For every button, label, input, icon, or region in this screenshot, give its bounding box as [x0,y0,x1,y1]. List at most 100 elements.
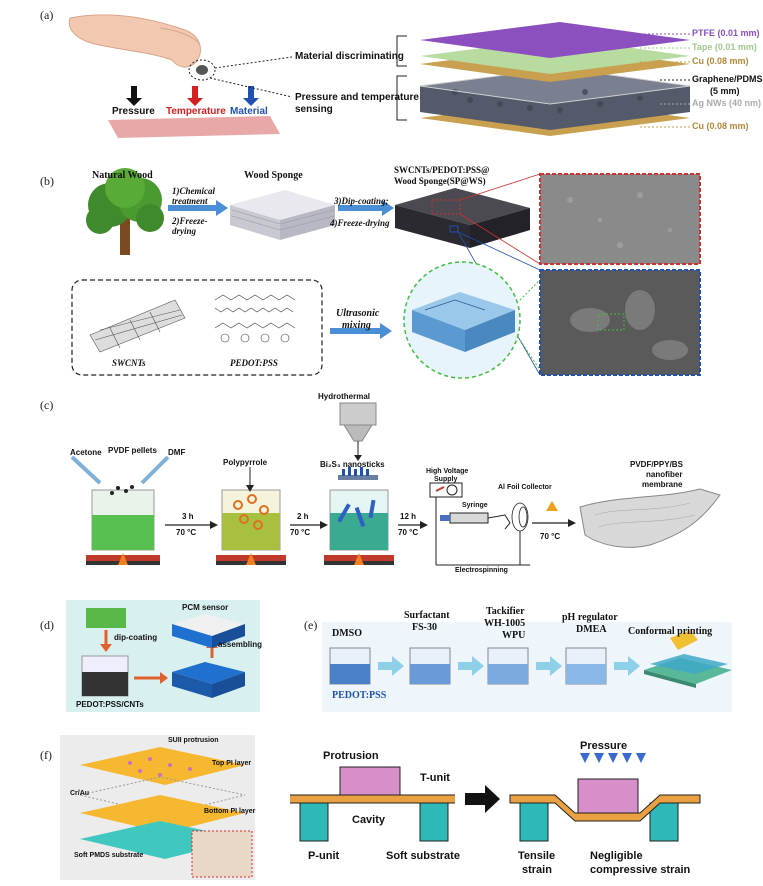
printed-board [644,654,732,688]
ph-regulator-label: pH regulator [562,612,618,623]
sem-image-top [539,173,701,265]
blue-sponge-illustration [412,292,515,352]
membrane-label-2: nanofiber [646,470,683,479]
bi2s3-label: Bi₂S₃ nanosticks [320,460,385,469]
layer-agnws: Ag NWs (40 nm) [692,98,762,108]
dip-coating-label: dip-coating [114,633,158,642]
swcnts-label: SWCNTs [112,358,146,368]
polypyrrole-label: Polypyrrole [223,458,268,467]
panel-b-letter: (b) [40,174,54,188]
sp-ws-sponge-illustration [395,188,530,248]
layer-graphene-thickness: (5 mm) [710,86,740,96]
sensing-label: sensing [295,104,333,115]
process-arrow-2 [338,200,394,216]
material-ball [196,65,208,75]
dropper-dmf [140,455,170,485]
time2-label: 2 h [297,512,309,521]
pressure-f-label: Pressure [580,740,628,752]
pressure-arrows [580,753,646,763]
panel-a-graphic [68,14,691,138]
time1-label: 3 h [182,512,194,521]
tensile-label: Tensile [518,850,556,862]
mixing-label: mixing [342,320,371,331]
nanofiber-membrane [579,488,721,548]
transition-arrow [465,785,500,813]
sub-layer-4: Bottom PI layer [204,808,256,815]
pcm-sensor-label: PCM sensor [182,603,229,612]
material-label: Material [230,106,268,117]
sub-layer-5: Soft PMDS substrate [74,852,144,859]
layer-cu-top: Cu (0.08 mm) [692,56,749,66]
natural-wood-label: Natural Wood [92,170,153,181]
al-foil-label: Al Foil Collector [498,484,552,491]
step3-label: 3)Dip-coating; [334,196,389,206]
tree-illustration [86,168,164,255]
temp2-label: 70 °C [290,528,311,537]
dmso-label: DMSO [332,628,362,639]
panel-c-letter: (c) [40,398,54,412]
wood-sponge-illustration [230,190,335,240]
ultrasonic-label: Ultrasonic [336,308,380,319]
graphene-texture [452,89,643,113]
compressive-strain-label: compressive strain [590,864,691,876]
process-arrow-1 [168,200,228,216]
fs30-label: FS-30 [412,622,437,633]
panel-c-graphic [70,402,721,566]
punit-label: P-unit [308,850,340,862]
surfactant-label: Surfactant [404,610,450,621]
electrospinning-label: Electrospinning [455,567,508,574]
hand-illustration [68,14,201,68]
pedot-cnt-label: PEDOT:PSS/CNTs [76,700,144,709]
panel-a-letter: (a) [40,8,54,22]
cavity-label: Cavity [352,814,386,826]
protrusion-label: Protrusion [323,750,379,762]
sensor-sheet [108,116,280,138]
heat-triangle [546,501,558,511]
wood-sponge-label: Wood Sponge [244,170,303,181]
panel-e-letter: (e) [304,618,318,632]
sub-layer-1: SUII protrusion [168,737,219,744]
material-arrow [243,86,259,106]
layer-tape: Tape (0.01 mm) [692,42,757,52]
bottom-pi-layer [80,795,245,833]
ptfe-layer [420,22,690,58]
sub-layer-2: Top PI layer [212,760,252,767]
al-foil-collector [511,502,529,532]
soft-substrate-label: Soft substrate [386,850,460,862]
dmea-label: DMEA [576,624,607,635]
swcnt-illustration [89,299,186,353]
printing-nozzle [670,630,698,650]
acetone-label: Acetone [70,448,102,457]
cross-section-pressed [509,778,701,842]
temperature-arrow [187,86,203,106]
panel-b-graphic [71,168,701,379]
pressure-arrow [126,86,142,106]
product-label: SWCNTs/PEDOT:PSS@ [394,165,490,175]
tackifier-label: Tackifier [486,606,525,617]
material-discriminating-label: Material discriminating [295,51,404,62]
step1b-label: treatment [172,196,208,206]
dip-sponge [86,608,126,628]
layer-ptfe: PTFE (0.01 mm) [692,28,760,38]
negligible-label: Negligible [590,850,643,862]
syringe-label: Syringe [462,502,488,509]
beaker-surfactant [409,647,451,685]
nanosticks-tray [338,467,378,480]
beaker-2 [216,489,286,565]
step2b-label: drying [172,226,197,236]
panel-f-graphic [60,735,701,880]
beaker-ph [565,647,607,685]
wh1005-label: WH-1005 [484,618,526,629]
layer-cu-bottom: Cu (0.08 mm) [692,121,749,131]
temperature-label: Temperature [166,106,226,117]
membrane-label-1: PVDF/PPY/BS [630,460,683,469]
assembling-label: assembling [218,640,263,649]
temp4-label: 70 °C [540,532,561,541]
layer-graphene: Graphene/PDMS [692,74,763,84]
hv-label-1: High Voltage [426,468,469,475]
beaker-1 [86,485,160,565]
top-pi-layer [80,747,245,785]
pvdf-pellets-label: PVDF pellets [108,446,157,455]
panel-d-letter: (d) [40,618,54,632]
pedot-beaker [81,655,129,697]
